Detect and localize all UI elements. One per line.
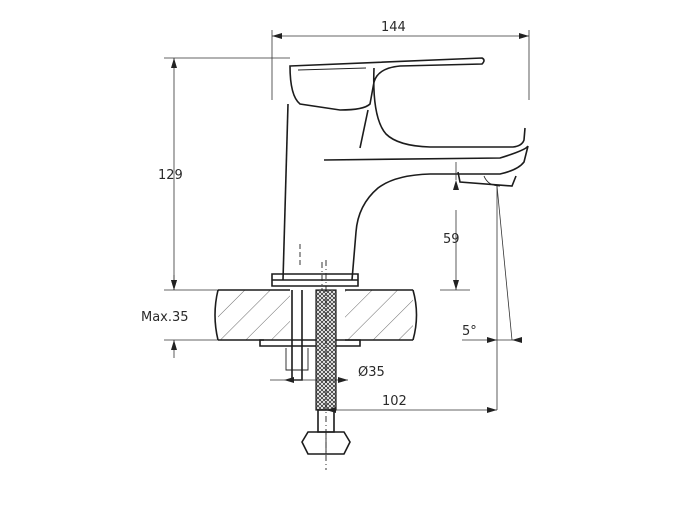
label-angle-5: 5° <box>462 324 477 339</box>
faucet-body <box>271 57 529 300</box>
dim-height-129: 129 <box>158 57 290 291</box>
label-max-35: Max.35 <box>141 310 189 325</box>
dim-width-144: 144 <box>271 20 530 100</box>
label-width-144: 144 <box>381 20 406 35</box>
label-diameter-35: Ø35 <box>358 365 385 380</box>
label-reach-102: 102 <box>382 394 407 409</box>
dim-clearance-59: 59 <box>440 162 470 291</box>
countertop-deck <box>214 289 418 341</box>
dim-reach-102: 102 <box>326 394 497 413</box>
label-height-129: 129 <box>158 168 183 183</box>
dim-max-35: Max.35 <box>141 275 218 358</box>
dim-diameter-35: Ø35 <box>270 365 385 383</box>
dim-angle-5: 5° <box>462 185 522 410</box>
label-clearance-59: 59 <box>443 232 460 247</box>
